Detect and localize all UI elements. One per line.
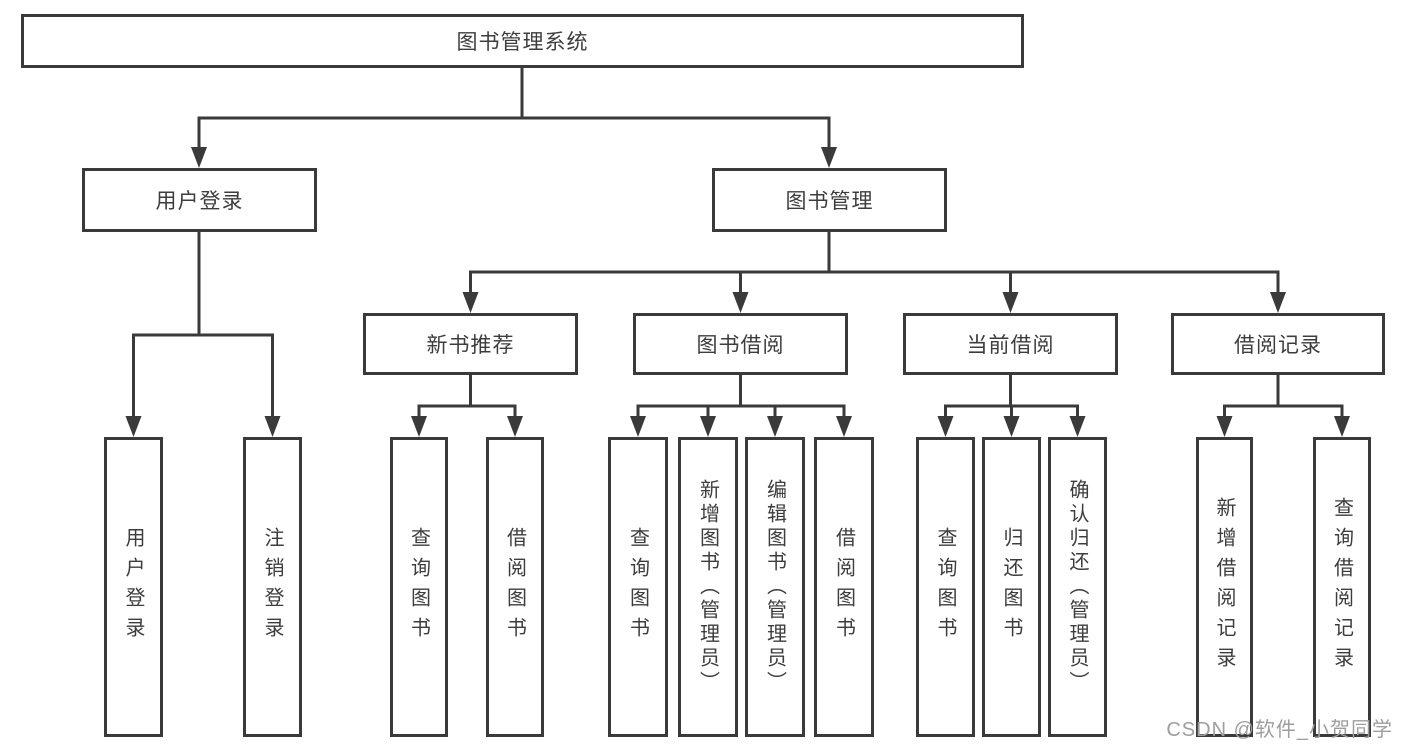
node-user-login: 用户登录 <box>82 168 317 232</box>
leaf-label: 确认归还（管理员） <box>1066 479 1088 695</box>
leaf-label: 查询图书 <box>407 527 430 647</box>
leaf-edit-books-admin: 编辑图书（管理员） <box>745 437 805 737</box>
node-label: 新书推荐 <box>426 334 515 357</box>
leaf-borrow-books-recommend: 借阅图书 <box>486 437 544 737</box>
node-borrow-records: 借阅记录 <box>1171 313 1385 375</box>
node-current-borrow: 当前借阅 <box>903 313 1118 375</box>
leaf-label: 用户登录 <box>122 527 144 647</box>
node-label: 借阅记录 <box>1234 334 1322 357</box>
leaf-return-books: 归还图书 <box>982 437 1041 737</box>
node-new-book-recommend: 新书推荐 <box>363 313 578 375</box>
leaf-label: 新增借阅记录 <box>1213 497 1235 677</box>
leaf-query-books-recommend: 查询图书 <box>390 437 448 737</box>
node-label: 图书管理系统 <box>456 31 589 54</box>
node-book-management: 图书管理 <box>712 168 947 232</box>
leaf-label: 编辑图书（管理员） <box>763 479 786 695</box>
leaf-label: 新增图书（管理员） <box>696 479 719 695</box>
node-label: 当前借阅 <box>966 334 1055 357</box>
leaf-add-books-admin: 新增图书（管理员） <box>678 437 738 737</box>
watermark: CSDN @软件_小贺同学 <box>1166 719 1393 741</box>
leaf-label: 查询借阅记录 <box>1330 497 1353 677</box>
leaf-logout: 注销登录 <box>243 437 302 737</box>
leaf-label: 注销登录 <box>261 527 283 647</box>
leaf-query-books-current: 查询图书 <box>916 437 975 737</box>
node-library-management-system: 图书管理系统 <box>21 14 1024 68</box>
leaf-add-borrow-record: 新增借阅记录 <box>1196 437 1253 737</box>
leaf-label: 借阅图书 <box>503 527 526 647</box>
node-label: 图书管理 <box>785 190 874 213</box>
node-book-borrow: 图书借阅 <box>633 313 848 375</box>
leaf-confirm-return-admin: 确认归还（管理员） <box>1048 437 1107 737</box>
leaf-label: 借阅图书 <box>832 527 855 647</box>
leaf-query-books-borrow: 查询图书 <box>608 437 668 737</box>
node-label: 用户登录 <box>155 190 244 213</box>
leaf-borrow-books: 借阅图书 <box>814 437 874 737</box>
leaf-label: 查询图书 <box>626 527 649 647</box>
leaf-label: 归还图书 <box>1000 527 1022 647</box>
leaf-query-borrow-record: 查询借阅记录 <box>1313 437 1371 737</box>
node-label: 图书借阅 <box>696 334 785 357</box>
leaf-label: 查询图书 <box>934 527 956 647</box>
leaf-user-login: 用户登录 <box>104 437 163 737</box>
